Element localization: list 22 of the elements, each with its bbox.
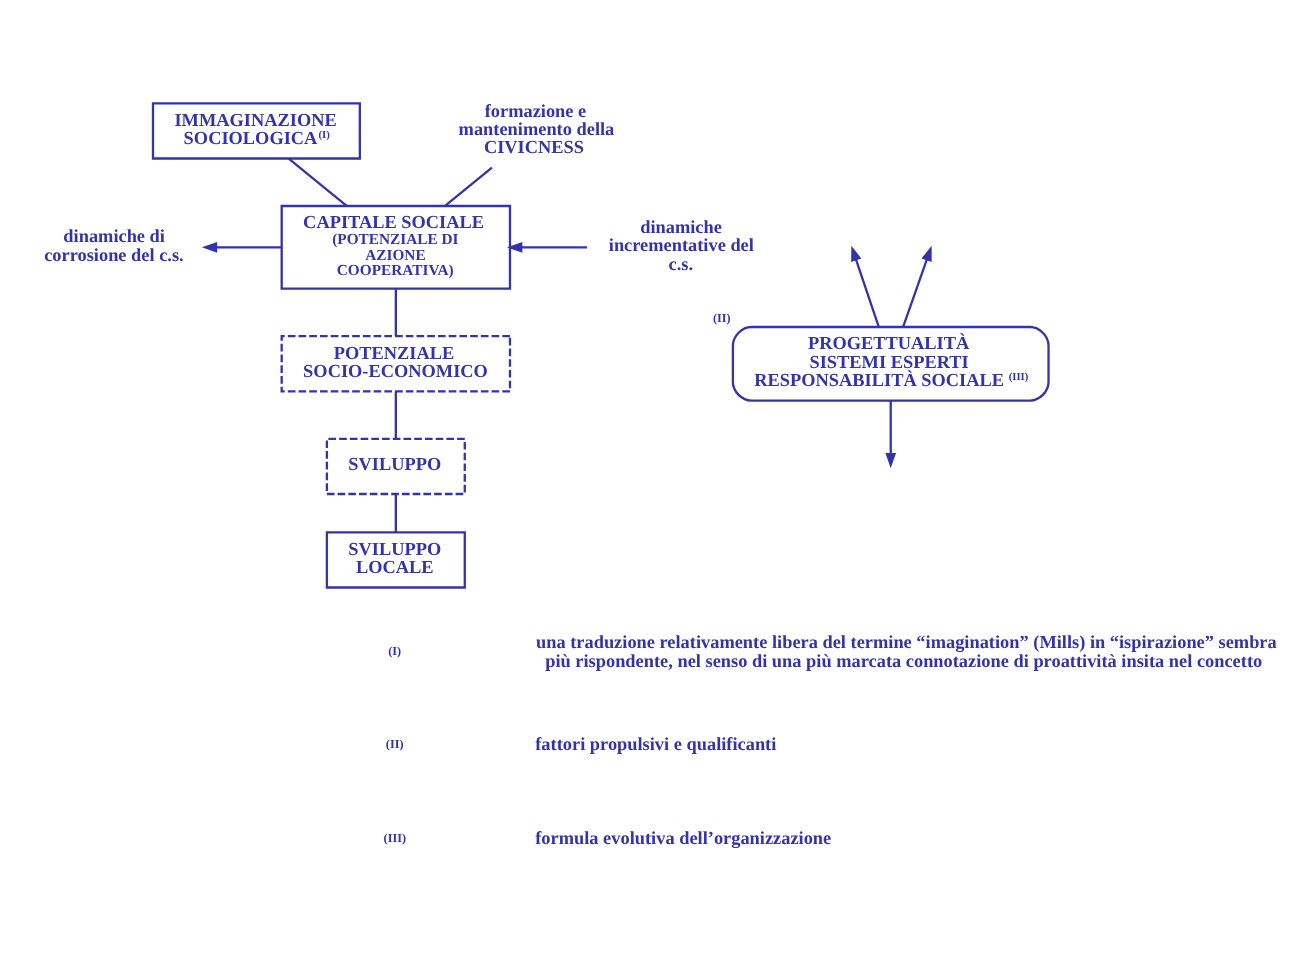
- node-box: SVILUPPO LOCALE: [325, 530, 466, 588]
- label: una traduzione relativamente libera del termine “imagination” (Mills) in “ispirazione” sembra più rispondente, nel senso di una più marcata connotazione di proattività insita nel concetto: [536, 631, 1277, 670]
- arrow: [507, 240, 587, 252]
- node-text: dinamiche incrementative del c.s.: [608, 215, 754, 273]
- node-text: dinamiche di corrosione del c.s.: [44, 225, 184, 264]
- label: fattori propulsivi e qualificanti: [535, 733, 777, 754]
- arrow: [902, 244, 932, 327]
- connector: [444, 165, 493, 206]
- node-box: PROGETTUALITÀ SISTEMI ESPERTI RESPONSABILITÀ SOCIALE$^{(III)}$: [731, 324, 1050, 401]
- node-box: POTENZIALE SOCIO-ECONOMICO: [280, 334, 512, 392]
- node-box: IMMAGINAZIONE SOCIOLOGICA$^{(I)}$: [151, 101, 361, 159]
- connector: [288, 156, 348, 206]
- node-box: SVILUPPO: [325, 436, 466, 495]
- arrow: [201, 240, 282, 252]
- connector: [394, 493, 397, 531]
- connector: [394, 390, 397, 438]
- arrow: [851, 244, 880, 327]
- node-text: formazione e mantenimento della CIVICNESS: [458, 99, 615, 157]
- node-box: CAPITALE SOCIALE (POTENZIALE DI AZIONE COOPERATIVA): [280, 203, 512, 289]
- label: formula evolutiva dell’organizzazione: [535, 826, 832, 847]
- arrow: [885, 399, 897, 468]
- connector: [394, 288, 397, 335]
